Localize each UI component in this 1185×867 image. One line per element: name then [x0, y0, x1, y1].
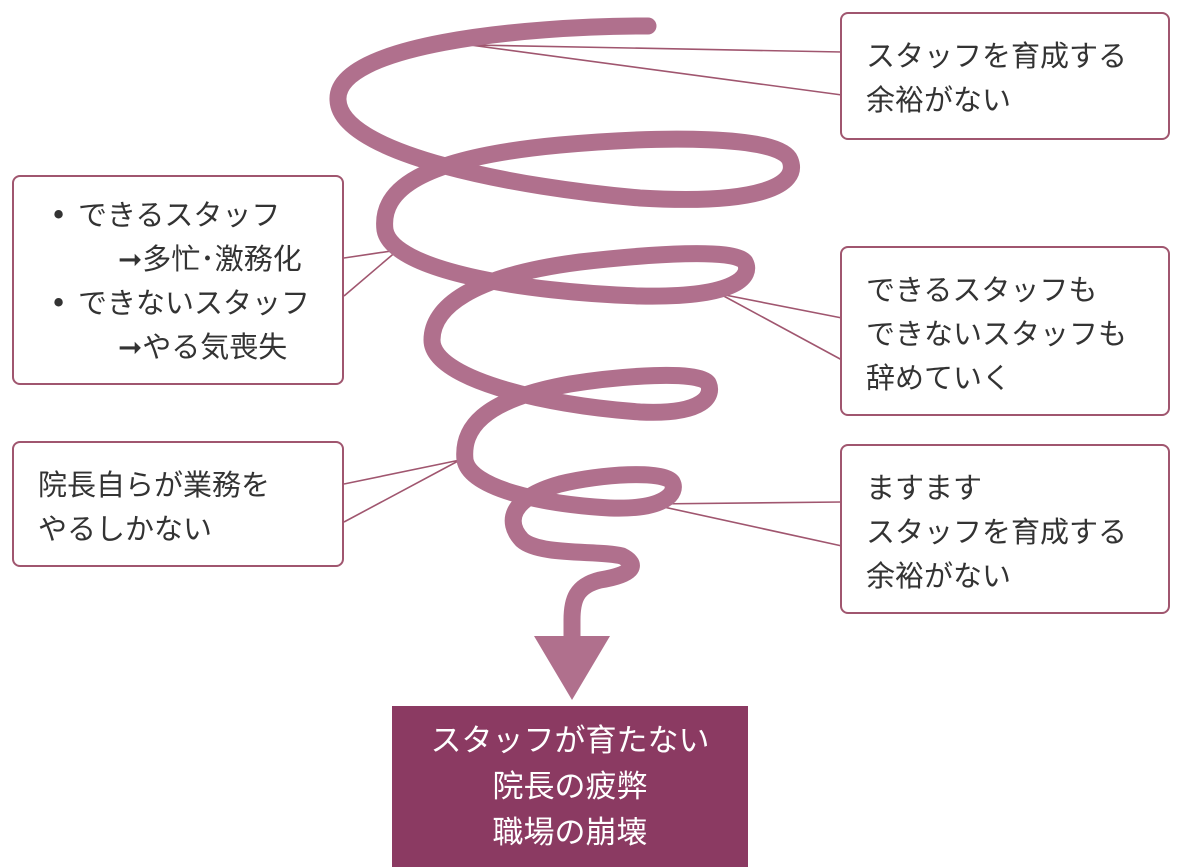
callout-right-top: スタッフを育成する 余裕がない	[840, 12, 1170, 140]
callout-right-bottom-line-2: スタッフを育成する	[866, 515, 1128, 549]
callout-left-top: • できるスタッフ ➞多忙･激務化 • できないスタッフ ➞やる気喪失	[12, 175, 344, 385]
spiral-arrow-head	[534, 636, 610, 700]
callout-right-middle-line-2: できないスタッフも	[866, 317, 1128, 351]
callout-left-bottom-line-1: 院長自らが業務を	[38, 468, 271, 502]
bullet-sub-2: ➞やる気喪失	[118, 330, 288, 364]
callout-left-bottom-line-2: やるしかない	[38, 512, 213, 546]
result-line-2: 院長の疲弊	[492, 769, 648, 805]
connector-left-bottom	[343, 459, 461, 523]
connector-right-middle	[719, 293, 843, 361]
spiral-path	[329, 17, 800, 659]
callout-right-middle-line-3: 辞めていく	[866, 361, 1012, 395]
callout-right-bottom-line-3: 余裕がない	[866, 559, 1012, 593]
callout-left-bottom: 院長自らが業務を やるしかない	[12, 441, 344, 567]
result-box: スタッフが育たない 院長の疲弊 職場の崩壊	[392, 706, 748, 867]
result-line-3: 職場の崩壊	[492, 815, 648, 851]
connector-left-top	[343, 248, 401, 297]
callout-right-middle-line-1: できるスタッフも	[866, 273, 1098, 307]
bullet-text-2: できないスタッフ	[78, 286, 311, 320]
bullet-sub-1: ➞多忙･激務化	[118, 242, 302, 276]
callout-right-middle: できるスタッフも できないスタッフも 辞めていく	[840, 246, 1170, 416]
bullet-dot-2: •	[50, 286, 68, 320]
callout-right-bottom: ますます スタッフを育成する 余裕がない	[840, 444, 1170, 614]
bullet-item-1: • できるスタッフ	[50, 193, 318, 237]
bullet-dot-1: •	[50, 198, 68, 232]
result-line-1: スタッフが育たない	[430, 723, 710, 759]
callout-right-bottom-line-1: ますます	[866, 471, 983, 505]
bullet-item-2: • できないスタッフ	[50, 281, 318, 325]
callout-right-top-line-1: スタッフを育成する	[866, 39, 1128, 73]
connector-right-top	[469, 44, 843, 96]
callout-right-top-line-2: 余裕がない	[866, 83, 1012, 117]
connector-right-bottom	[649, 501, 843, 547]
bullet-text-1: できるスタッフ	[78, 198, 281, 232]
